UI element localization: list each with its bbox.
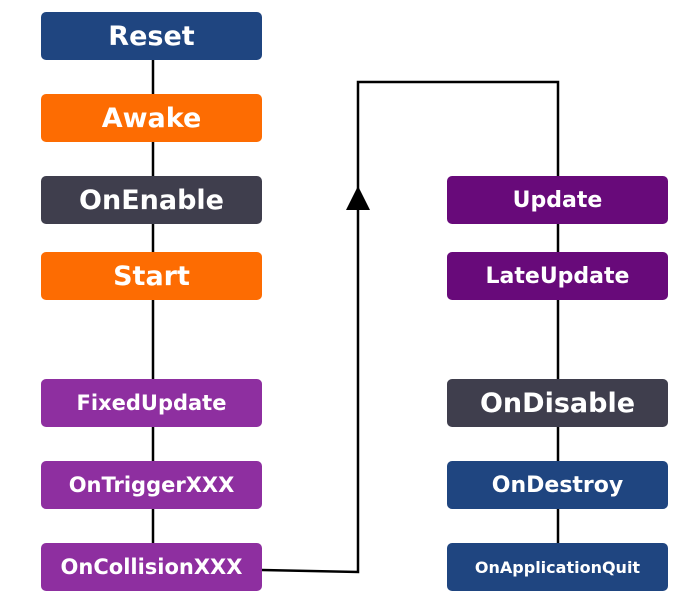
node-label: LateUpdate <box>485 263 630 289</box>
node-label: OnTriggerXXX <box>68 473 235 497</box>
edge-oncollision-update <box>261 80 560 574</box>
node-label: OnCollisionXXX <box>60 555 243 579</box>
node-awake: Awake <box>41 94 262 142</box>
node-ondestroy: OnDestroy <box>447 461 668 509</box>
node-label: OnDestroy <box>491 472 624 498</box>
node-label: OnEnable <box>79 184 224 216</box>
node-oncollisionxxx: OnCollisionXXX <box>41 543 262 591</box>
node-label: OnApplicationQuit <box>474 557 641 577</box>
node-label: Start <box>113 260 190 292</box>
node-start: Start <box>41 252 262 300</box>
node-lateupdate: LateUpdate <box>447 252 668 300</box>
node-label: FixedUpdate <box>76 391 227 415</box>
node-label: Reset <box>108 20 195 52</box>
node-label: OnDisable <box>479 387 636 419</box>
node-onenable: OnEnable <box>41 176 262 224</box>
node-label: Awake <box>101 102 202 134</box>
node-fixedupdate: FixedUpdate <box>41 379 262 427</box>
arrow-up-icon <box>346 186 370 210</box>
node-reset: Reset <box>41 12 262 60</box>
node-ondisable: OnDisable <box>447 379 668 427</box>
node-ontriggerxxx: OnTriggerXXX <box>41 461 262 509</box>
node-label: Update <box>512 187 603 213</box>
node-update: Update <box>447 176 668 224</box>
node-onapplicationquit: OnApplicationQuit <box>447 543 668 591</box>
